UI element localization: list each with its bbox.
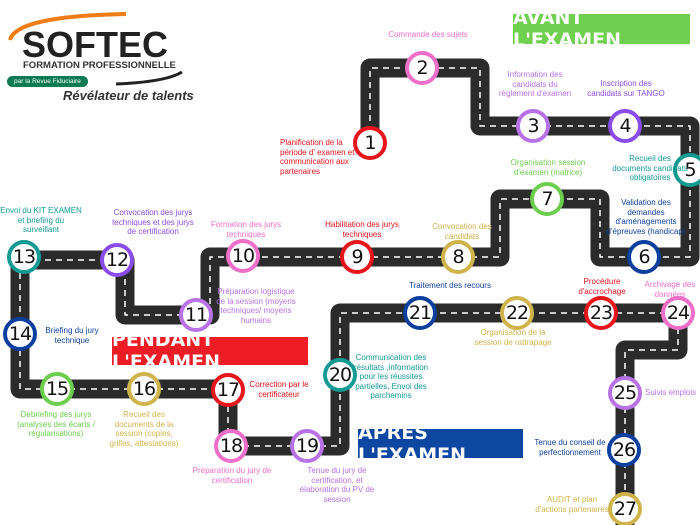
step-label-13: Envoi du KIT EXAMEN et briefing du surve…: [0, 206, 82, 234]
step-label-10: Formation des jurys techniques: [210, 220, 282, 239]
step-label-11: Préparation logistique de la session (mo…: [216, 287, 296, 325]
step-label-4: Inscription des candidats sur TANGO: [587, 79, 665, 98]
banner-pendant-examen: PENDANT L'EXAMEN: [112, 329, 308, 373]
banner-apres-examen: APRES L'EXAMEN: [358, 422, 523, 466]
step-label-18: Préparation du jury de certification: [192, 466, 272, 485]
step-label-16: Recueil des documents de la session (cop…: [109, 410, 179, 448]
step-label-14: Briefing du jury technique: [45, 326, 99, 345]
step-label-9: Habilitation des jurys techniques: [325, 220, 399, 239]
step-marker-20[interactable]: 20: [323, 358, 357, 392]
step-label-23: Procédure d'accrochage: [578, 277, 626, 296]
step-label-5: Recueil des documents candidats obligato…: [612, 154, 688, 182]
step-marker-5[interactable]: 5: [673, 153, 700, 187]
step-marker-1[interactable]: 1: [353, 126, 387, 160]
step-marker-7[interactable]: 7: [530, 182, 564, 216]
step-marker-24[interactable]: 24: [661, 296, 695, 330]
step-label-7: Organisation session d'examen (matrice): [510, 158, 586, 177]
step-label-25: Suivis emplois: [645, 388, 697, 397]
step-label-12: Convocation des jurys techniques et des …: [112, 208, 194, 236]
step-label-1: Planification de la période d' examen et…: [280, 138, 355, 176]
step-label-19: Tenue du jury de certification, et élabo…: [299, 466, 375, 504]
banner-avant-examen: AVANT L'EXAMEN: [513, 7, 690, 51]
step-marker-9[interactable]: 9: [340, 240, 374, 274]
step-label-2: Commande des sujets: [388, 30, 468, 39]
step-label-20: Communication des résultats ,information…: [353, 353, 429, 400]
step-label-3: Information des candidats du règlement d…: [498, 70, 572, 98]
step-marker-8[interactable]: 8: [441, 240, 475, 274]
step-marker-3[interactable]: 3: [516, 109, 550, 143]
step-marker-17[interactable]: 17: [211, 373, 245, 407]
step-marker-21[interactable]: 21: [403, 296, 437, 330]
step-marker-25[interactable]: 25: [608, 376, 642, 410]
step-marker-13[interactable]: 13: [7, 240, 41, 274]
step-label-27: AUDIT et plan d'actions partenaires: [535, 495, 609, 514]
step-marker-10[interactable]: 10: [226, 239, 260, 273]
step-marker-15[interactable]: 15: [40, 372, 74, 406]
step-label-6: Validation des demandes d'aménagements d…: [606, 198, 686, 236]
step-marker-16[interactable]: 16: [127, 372, 161, 406]
road-centerline: [19, 67, 691, 525]
step-marker-19[interactable]: 19: [290, 429, 324, 463]
step-label-24: Archivage des données: [644, 280, 696, 299]
step-label-17: Correction par le certificateur: [249, 380, 309, 399]
step-marker-6[interactable]: 6: [627, 240, 661, 274]
step-marker-4[interactable]: 4: [608, 109, 642, 143]
step-marker-2[interactable]: 2: [405, 51, 439, 85]
step-marker-12[interactable]: 12: [100, 243, 134, 277]
step-marker-26[interactable]: 26: [607, 433, 641, 467]
step-label-8: Convocation des candidats: [432, 222, 492, 241]
step-marker-22[interactable]: 22: [500, 296, 534, 330]
step-marker-27[interactable]: 27: [608, 492, 642, 525]
logo-tagline: Révélateur de talents: [63, 88, 194, 103]
softec-logo: SOFTEC FORMATION PROFESSIONNELLE par la …: [6, 10, 246, 105]
step-label-21: Traitement des recours: [409, 281, 491, 290]
step-marker-18[interactable]: 18: [214, 429, 248, 463]
logo-subtitle: FORMATION PROFESSIONNELLE: [23, 60, 176, 71]
step-marker-11[interactable]: 11: [179, 298, 213, 332]
step-label-22: Organisation de la session de rattrapage: [474, 328, 552, 347]
step-label-26: Tenue du conseil de perfectionnement: [534, 438, 606, 457]
step-marker-14[interactable]: 14: [3, 317, 37, 351]
logo-pill: par la Revue Fiduciaire: [7, 76, 88, 87]
logo-brand: SOFTEC: [22, 24, 169, 65]
step-marker-23[interactable]: 23: [584, 296, 618, 330]
step-label-15: Debriefing des jurys (analyses des écart…: [17, 410, 95, 438]
logo-swoosh-icon: [8, 12, 183, 86]
